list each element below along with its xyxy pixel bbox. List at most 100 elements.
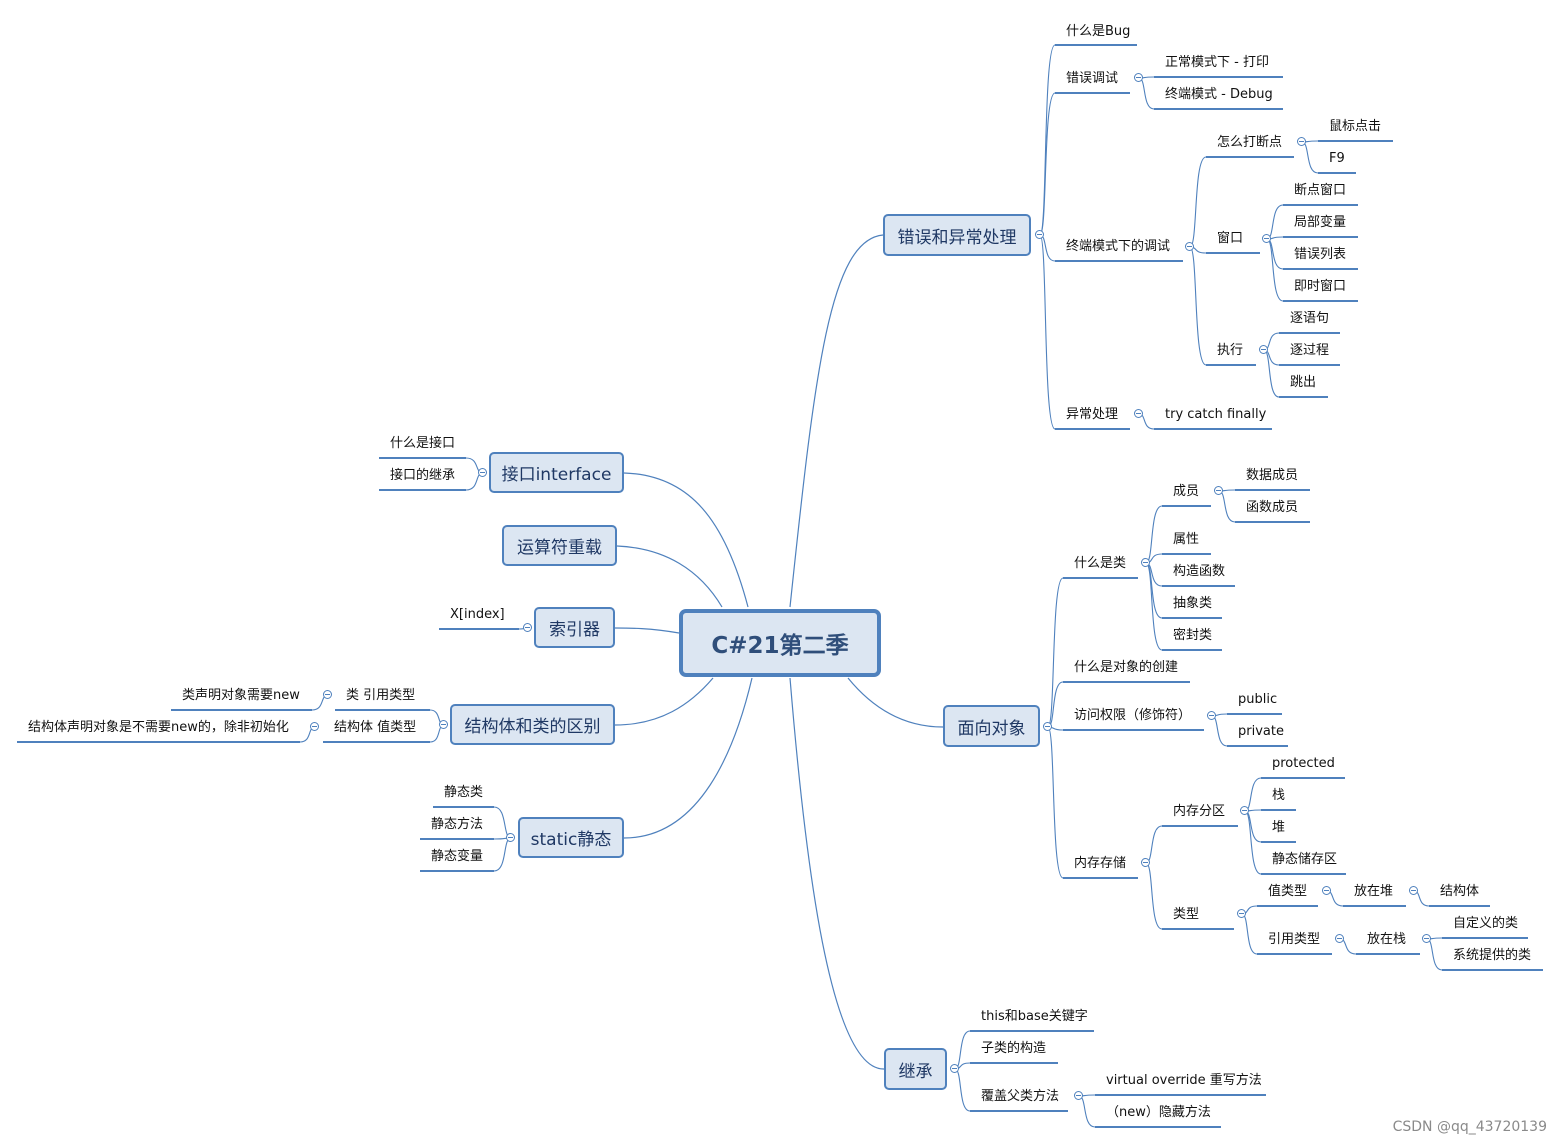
interface-node[interactable]: 接口interface <box>489 452 624 493</box>
member-node[interactable]: 成员 <box>1173 484 1200 499</box>
type-node[interactable]: 类型 <box>1173 907 1200 922</box>
connector <box>623 677 753 839</box>
static-node[interactable]: static静态 <box>518 817 624 858</box>
connector <box>1145 862 1163 930</box>
collapse-ref-icon[interactable] <box>1335 934 1344 943</box>
interface-what[interactable]: 什么是接口 <box>390 436 456 451</box>
collapse-exception-icon[interactable] <box>1134 409 1143 418</box>
mem-stack[interactable]: 栈 <box>1272 788 1286 803</box>
ref-type[interactable]: 引用类型 <box>1268 932 1321 947</box>
mem-partition[interactable]: 内存分区 <box>1173 804 1226 819</box>
debug-normal[interactable]: 正常模式下 - 打印 <box>1165 55 1269 70</box>
sealed-node[interactable]: 密封类 <box>1173 628 1213 643</box>
struct-value[interactable]: 结构体 值类型 <box>334 720 417 735</box>
inherit-keywords[interactable]: this和base关键字 <box>981 1009 1088 1024</box>
window-breakpoints[interactable]: 断点窗口 <box>1294 183 1347 198</box>
collapse-inherit-icon[interactable] <box>950 1064 959 1073</box>
mem-protected[interactable]: protected <box>1272 756 1335 771</box>
object-creation[interactable]: 什么是对象的创建 <box>1074 660 1179 675</box>
connector <box>1145 562 1163 619</box>
window-locals[interactable]: 局部变量 <box>1294 215 1347 230</box>
member-func[interactable]: 函数成员 <box>1246 500 1299 515</box>
value-type[interactable]: 值类型 <box>1268 884 1308 899</box>
collapse-struct-class-icon[interactable] <box>323 690 332 699</box>
collapse-breakpoint-icon[interactable] <box>1297 137 1306 146</box>
breakpoint-click[interactable]: 鼠标点击 <box>1329 119 1382 134</box>
mem-static[interactable]: 静态储存区 <box>1272 852 1338 867</box>
value-heap[interactable]: 放在堆 <box>1354 884 1394 899</box>
collapse-oop-icon[interactable] <box>1043 722 1052 731</box>
collapse-static-icon[interactable] <box>506 833 515 842</box>
root-node[interactable]: C#21第二季 <box>679 609 881 677</box>
abstract-node[interactable]: 抽象类 <box>1173 596 1213 611</box>
exception-try[interactable]: try catch finally <box>1165 407 1267 422</box>
errors-node[interactable]: 错误和异常处理 <box>883 214 1031 256</box>
indexer-node[interactable]: 索引器 <box>534 607 615 648</box>
exec-step[interactable]: 逐语句 <box>1290 311 1330 326</box>
class-node[interactable]: 什么是类 <box>1074 556 1127 571</box>
ref-system[interactable]: 系统提供的类 <box>1453 948 1532 963</box>
collapse-partition-icon[interactable] <box>1240 806 1249 815</box>
override-node[interactable]: 覆盖父类方法 <box>981 1089 1060 1104</box>
collapse-access-icon[interactable] <box>1207 711 1216 720</box>
property-node[interactable]: 属性 <box>1173 532 1200 547</box>
inherit-subctor[interactable]: 子类的构造 <box>981 1041 1047 1056</box>
operator-node[interactable]: 运算符重载 <box>502 525 617 566</box>
static-method[interactable]: 静态方法 <box>431 817 484 832</box>
static-var[interactable]: 静态变量 <box>431 849 484 864</box>
indexer-example[interactable]: X[index] <box>450 607 505 622</box>
ref-custom[interactable]: 自定义的类 <box>1453 916 1519 931</box>
collapse-type-icon[interactable] <box>1237 909 1246 918</box>
collapse-exec-icon[interactable] <box>1259 345 1268 354</box>
collapse-struct-icon[interactable] <box>439 720 448 729</box>
ref-stack[interactable]: 放在栈 <box>1367 932 1407 947</box>
constructor-node[interactable]: 构造函数 <box>1173 564 1226 579</box>
collapse-value-heap-icon[interactable] <box>1409 886 1418 895</box>
access-node[interactable]: 访问权限（修饰符） <box>1074 708 1192 723</box>
memory-node[interactable]: 内存存储 <box>1074 856 1127 871</box>
breakpoint-f9[interactable]: F9 <box>1329 151 1345 166</box>
window-node[interactable]: 窗口 <box>1217 231 1244 246</box>
collapse-struct-value-icon[interactable] <box>310 722 319 731</box>
interface-inherit[interactable]: 接口的继承 <box>390 468 456 483</box>
oop-node[interactable]: 面向对象 <box>943 705 1040 747</box>
collapse-ref-stack-icon[interactable] <box>1422 934 1431 943</box>
exec-over[interactable]: 逐过程 <box>1290 343 1330 358</box>
connector <box>954 1068 971 1112</box>
member-data[interactable]: 数据成员 <box>1246 468 1299 483</box>
mem-heap[interactable]: 堆 <box>1272 820 1286 835</box>
window-immediate[interactable]: 即时窗口 <box>1294 279 1347 294</box>
exec-node[interactable]: 执行 <box>1217 343 1244 358</box>
struct-class-note[interactable]: 类声明对象需要new <box>182 688 300 703</box>
exec-out[interactable]: 跳出 <box>1290 375 1317 390</box>
inherit-node[interactable]: 继承 <box>884 1048 947 1090</box>
collapse-debug-icon[interactable] <box>1134 73 1143 82</box>
collapse-terminal-icon[interactable] <box>1185 242 1194 251</box>
value-struct[interactable]: 结构体 <box>1440 884 1480 899</box>
terminal-node[interactable]: 终端模式下的调试 <box>1066 239 1171 254</box>
breakpoint-node[interactable]: 怎么打断点 <box>1217 135 1283 150</box>
exception-node[interactable]: 异常处理 <box>1066 407 1119 422</box>
struct-note[interactable]: 结构体声明对象是不需要new的，除非初始化 <box>28 720 289 735</box>
static-class[interactable]: 静态类 <box>444 785 484 800</box>
collapse-errors-icon[interactable] <box>1035 230 1044 239</box>
collapse-interface-icon[interactable] <box>478 468 487 477</box>
access-private[interactable]: private <box>1238 724 1284 739</box>
collapse-indexer-icon[interactable] <box>523 623 532 632</box>
debug-node[interactable]: 错误调试 <box>1066 71 1119 86</box>
window-errors[interactable]: 错误列表 <box>1294 247 1347 262</box>
override-virtual[interactable]: virtual override 重写方法 <box>1106 1073 1262 1088</box>
collapse-memory-icon[interactable] <box>1141 858 1150 867</box>
connector <box>1241 913 1258 955</box>
what-is-bug[interactable]: 什么是Bug <box>1066 24 1131 39</box>
collapse-override-icon[interactable] <box>1074 1091 1083 1100</box>
collapse-class-icon[interactable] <box>1141 558 1150 567</box>
collapse-value-icon[interactable] <box>1322 886 1331 895</box>
access-public[interactable]: public <box>1238 692 1278 707</box>
collapse-window-icon[interactable] <box>1262 234 1271 243</box>
debug-terminal[interactable]: 终端模式 - Debug <box>1165 87 1273 102</box>
override-new[interactable]: （new）隐藏方法 <box>1106 1105 1211 1120</box>
struct-class-ref[interactable]: 类 引用类型 <box>346 688 416 703</box>
collapse-member-icon[interactable] <box>1214 486 1223 495</box>
struct-class-node[interactable]: 结构体和类的区别 <box>450 704 615 745</box>
